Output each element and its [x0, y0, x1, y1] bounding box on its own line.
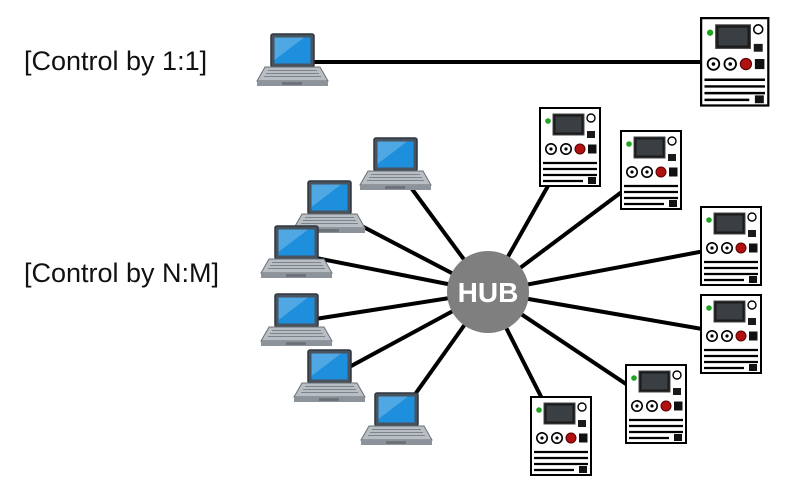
laptop-icon [360, 392, 433, 446]
control-1to1-label: [Control by 1:1] [24, 46, 208, 76]
connection-line [487, 244, 732, 294]
connection-line [487, 290, 732, 336]
laptop-icon [359, 137, 432, 191]
power-supply-icon [699, 16, 770, 107]
power-supply-icon [529, 395, 593, 477]
control-ntom-label: [Control by N:M] [24, 258, 220, 288]
power-supply-icon [624, 363, 688, 445]
power-supply-icon [699, 293, 763, 375]
laptop-icon [293, 349, 366, 403]
power-supply-icon [699, 205, 763, 287]
laptop-icon [293, 180, 366, 234]
hub-label: HUB [458, 277, 519, 308]
hub-node: HUB [447, 251, 529, 333]
power-supply-icon [538, 106, 602, 188]
power-supply-icon [619, 129, 683, 211]
laptop-icon [260, 225, 333, 279]
